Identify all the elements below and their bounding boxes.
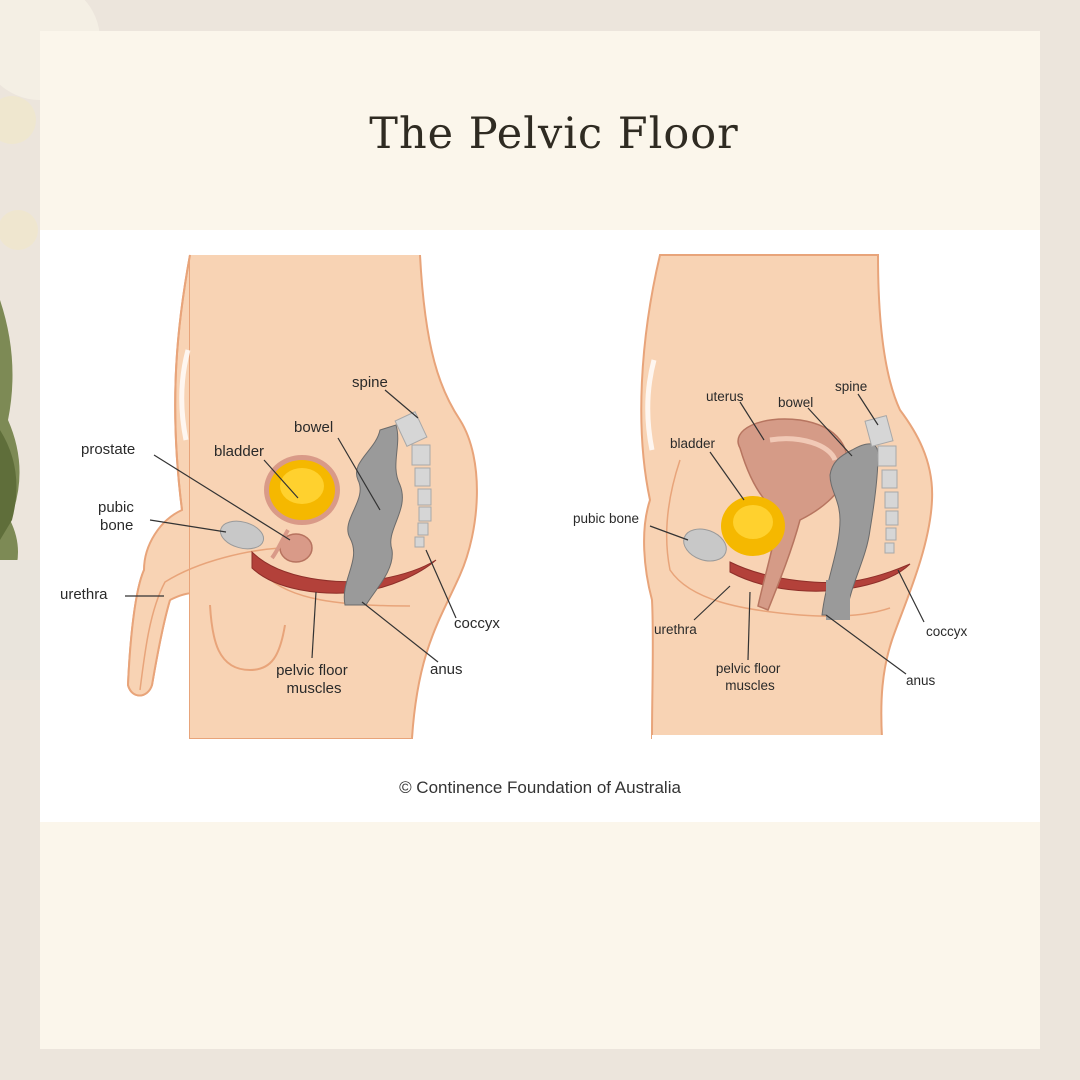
female-bladder (721, 496, 785, 556)
copyright-notice: © Continence Foundation of Australia (399, 778, 681, 797)
diagram-panel: spine bowel prostate bladder pubic bone … (40, 230, 1040, 822)
male-spine (394, 410, 432, 548)
male-label-anus: anus (430, 661, 463, 678)
male-label-spine: spine (352, 374, 388, 391)
male-label-pubic-bone-line1: pubic (98, 499, 134, 516)
female-pubic-bone (683, 528, 727, 562)
female-label-pelvic-floor-line2: muscles (725, 678, 775, 693)
female-label-bowel: bowel (778, 395, 813, 410)
female-diagram: uterus bowel spine bladder pubic bone ur… (573, 254, 968, 741)
male-label-bladder: bladder (214, 443, 264, 460)
male-label-urethra: urethra (60, 586, 108, 603)
female-label-pubic-bone: pubic bone (573, 511, 639, 526)
page-title: The Pelvic Floor (369, 109, 739, 159)
male-pubic-bone (219, 520, 265, 550)
male-label-pelvic-floor-muscles: pelvic floor muscles (276, 662, 352, 697)
female-label-anus: anus (906, 673, 936, 688)
female-label-urethra: urethra (654, 622, 697, 637)
pelvic-floor-diagrams: spine bowel prostate bladder pubic bone … (60, 254, 968, 741)
female-label-uterus: uterus (706, 389, 744, 404)
female-label-pelvic-floor-line1: pelvic floor (716, 661, 781, 676)
male-label-prostate: prostate (81, 441, 135, 458)
male-diagram: spine bowel prostate bladder pubic bone … (60, 254, 500, 739)
male-pelvic-floor-muscles (251, 550, 437, 594)
male-label-pubic-bone-line2: bone (100, 517, 133, 534)
male-label-coccyx: coccyx (454, 615, 500, 632)
male-label-pelvic-floor-line1: pelvic floor (276, 662, 348, 679)
male-bladder (264, 455, 340, 525)
female-label-pelvic-floor-muscles: pelvic floor muscles (716, 661, 784, 693)
male-label-pubic-bone: pubic bone (98, 499, 138, 534)
male-label-pelvic-floor-line2: muscles (286, 680, 341, 697)
female-spine (864, 414, 899, 554)
female-label-bladder: bladder (670, 436, 716, 451)
female-label-spine: spine (835, 379, 867, 394)
female-label-coccyx: coccyx (926, 624, 968, 639)
male-label-bowel: bowel (294, 419, 333, 436)
